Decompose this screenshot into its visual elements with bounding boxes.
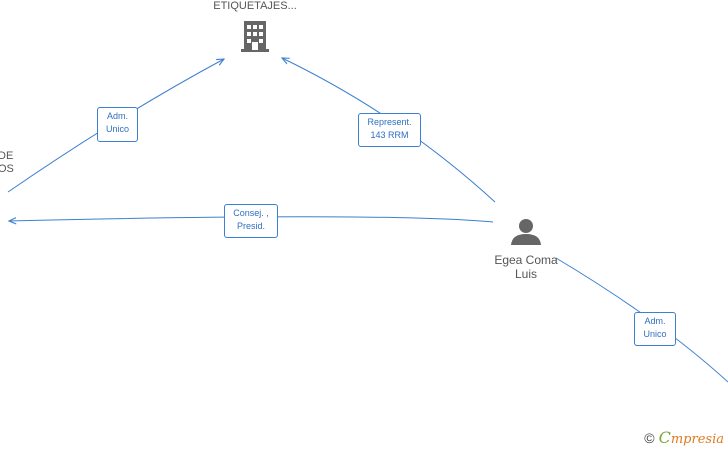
edge-label-adm-unico-left[interactable]: Adm. Unico: [97, 107, 138, 142]
edge-label-adm-unico-right[interactable]: Adm. Unico: [634, 312, 676, 346]
company-left-label[interactable]: DE OS: [0, 150, 14, 175]
company-top-label[interactable]: ETIQUETAJES...: [213, 0, 297, 12]
copyright-symbol: ©: [644, 429, 655, 446]
edge-label-represent[interactable]: Represent. 143 RRM: [358, 113, 421, 147]
person-icon[interactable]: [511, 219, 541, 245]
person-label[interactable]: Egea Coma Luis: [494, 253, 558, 281]
edge-consej-presid: [9, 216, 494, 222]
empresia-logo: Cmpresia: [658, 428, 724, 447]
brand-watermark: © Cmpresia: [644, 428, 724, 447]
building-icon[interactable]: [241, 21, 269, 52]
edge-label-consej-presid[interactable]: Consej. , Presid.: [224, 204, 278, 238]
